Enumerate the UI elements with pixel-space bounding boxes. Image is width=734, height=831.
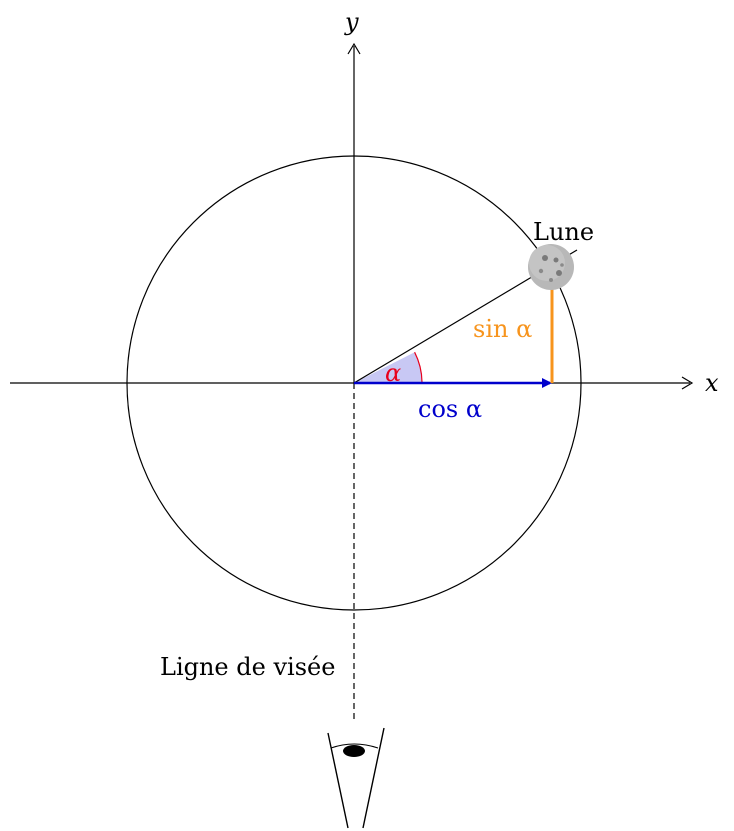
sin-label: sin α <box>473 315 532 343</box>
moon-label: Lune <box>533 218 594 246</box>
angle-sector <box>354 352 422 383</box>
line-of-sight-label: Ligne de visée <box>160 653 335 681</box>
x-axis-label: x <box>705 369 719 397</box>
cos-label: cos α <box>418 395 482 423</box>
y-axis-label: y <box>344 8 359 36</box>
x-axis-arrowhead <box>681 376 694 390</box>
y-axis-arrowhead <box>347 42 361 55</box>
eye-icon <box>327 727 385 829</box>
moon-icon <box>528 244 574 290</box>
unit-circle <box>126 155 582 611</box>
angle-label: α <box>385 359 401 387</box>
